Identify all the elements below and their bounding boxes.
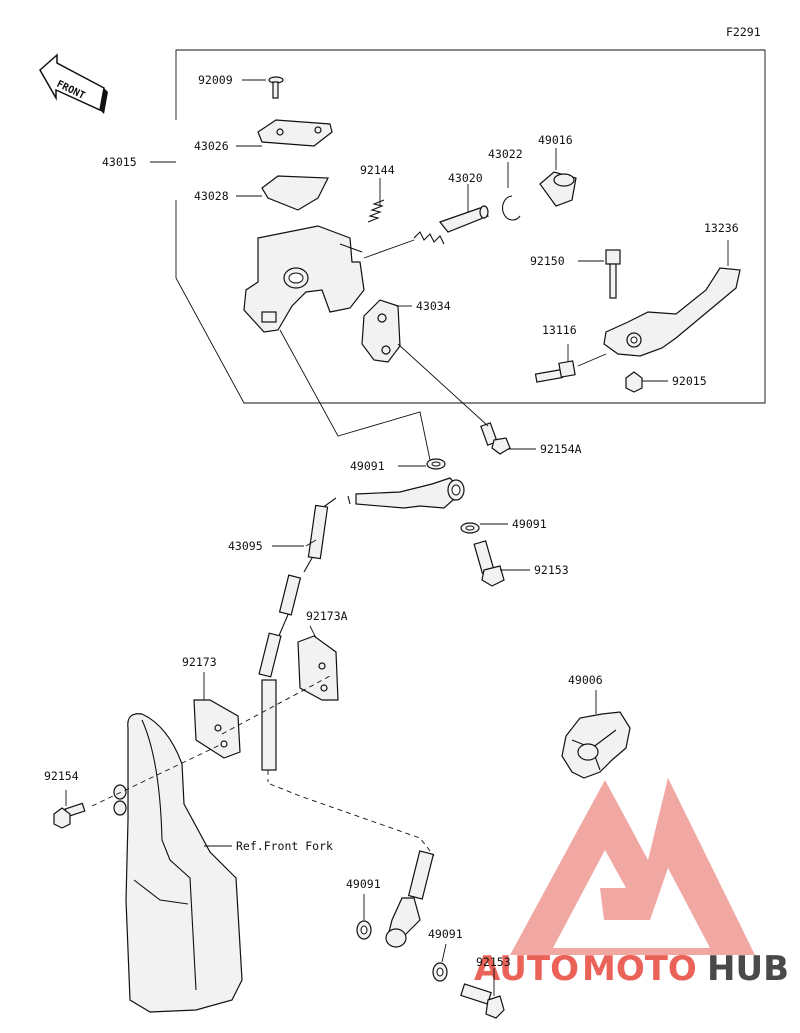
- watermark-logo: AUTO MOTO HUB: [474, 778, 789, 989]
- part-label-49091-c: 49091: [346, 877, 381, 891]
- part-label-92153-a: 92153: [534, 563, 569, 577]
- circlip-icon: [502, 162, 521, 221]
- part-label-92144: 92144: [360, 163, 395, 177]
- reservoir-cap-icon: [236, 119, 333, 147]
- watermark-auto: AUTO: [474, 949, 579, 989]
- bolt-92154a-icon: [397, 343, 536, 455]
- part-label-92009: 92009: [198, 73, 233, 87]
- clamp-43034-icon: [361, 299, 412, 363]
- part-label-49006: 49006: [568, 673, 603, 687]
- reference-label-front-fork: Ref.Front Fork: [236, 839, 333, 853]
- part-label-13116: 13116: [542, 323, 577, 337]
- part-label-92015: 92015: [672, 374, 707, 388]
- part-label-92154: 92154: [44, 769, 79, 783]
- part-label-43026: 43026: [194, 139, 229, 153]
- part-label-92150: 92150: [530, 254, 565, 268]
- watermark-moto: MOTO: [582, 949, 697, 989]
- part-label-92173: 92173: [182, 655, 217, 669]
- hose-clamp-92173a-icon: [297, 625, 339, 701]
- pivot-pin-icon: [534, 344, 607, 383]
- boot-49006-icon: [561, 690, 631, 779]
- leader-49091-a: [279, 329, 431, 461]
- bolt-92153-a-icon: [473, 540, 530, 587]
- front-direction-icon: FRONT: [39, 53, 108, 114]
- assembly-frame: [150, 49, 766, 404]
- part-label-43028: 43028: [194, 189, 229, 203]
- part-label-49091-a: 49091: [350, 459, 385, 473]
- part-label-43034: 43034: [416, 299, 451, 313]
- brake-lever-icon: [603, 240, 741, 357]
- bolt-92154-icon: [53, 790, 86, 829]
- part-label-43020: 43020: [448, 171, 483, 185]
- part-label-43015: 43015: [102, 155, 137, 169]
- hose-clamp-92173-icon: [193, 672, 331, 759]
- part-label-13236: 13236: [704, 221, 739, 235]
- part-label-92173a: 92173A: [306, 609, 348, 623]
- washer-49091-b-icon: [460, 522, 508, 534]
- washer-49091-d-icon: [432, 943, 448, 982]
- part-label-43022: 43022: [488, 147, 523, 161]
- diaphragm-icon: [236, 175, 329, 211]
- part-label-92153-b: 92153: [476, 955, 511, 969]
- front-fork-guard-icon: [91, 713, 243, 1013]
- watermark-hub: HUB: [707, 949, 789, 989]
- nut-92015-icon: [625, 371, 668, 393]
- part-label-92154a: 92154A: [540, 442, 582, 456]
- dust-boot-icon: [539, 148, 577, 207]
- piston-icon: [363, 184, 490, 259]
- part-label-49016: 49016: [538, 133, 573, 147]
- master-cylinder-body-icon: [243, 225, 365, 333]
- part-label-43095: 43095: [228, 539, 263, 553]
- bolt-92150-icon: [578, 249, 621, 299]
- part-label-49091-b: 49091: [512, 517, 547, 531]
- part-label-49091-d: 49091: [428, 927, 463, 941]
- bolt-92153-b-icon: [460, 968, 505, 1019]
- washer-49091-c-icon: [356, 894, 372, 940]
- screw-92009-icon: [242, 76, 284, 99]
- washer-49091-a-icon: [398, 458, 446, 470]
- brake-hose-icon: [258, 477, 465, 948]
- spring-92144-icon: [367, 178, 385, 223]
- figure-code: F2291: [726, 25, 761, 39]
